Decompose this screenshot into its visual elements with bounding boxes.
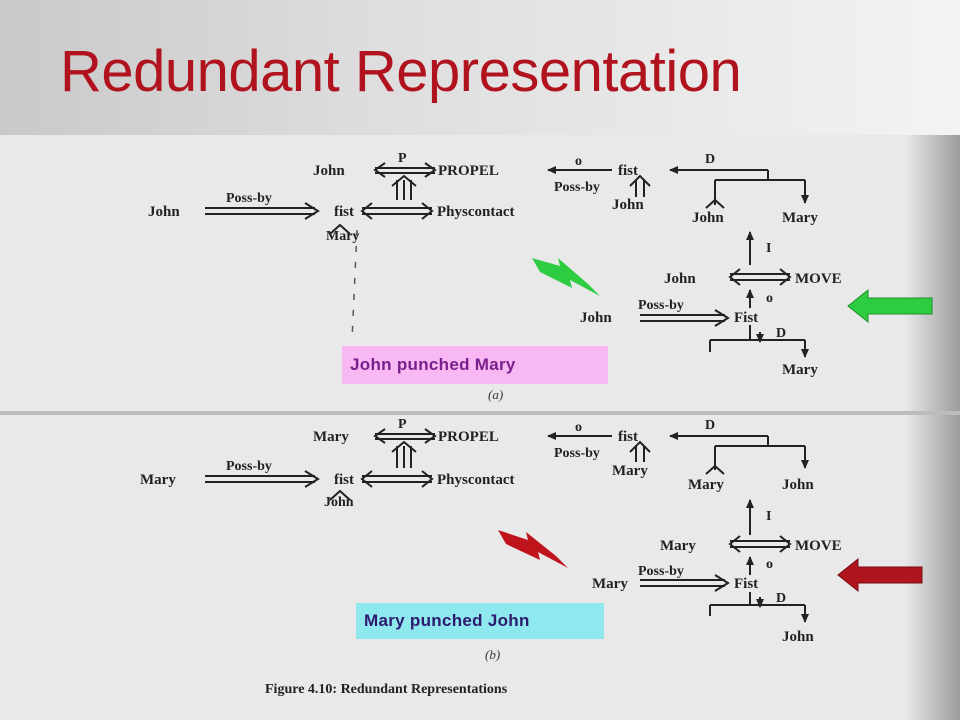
b-inst-poss-by-label: Poss-by	[638, 564, 684, 579]
b-result: Physcontact	[437, 472, 515, 488]
left-arrow-icon	[837, 557, 923, 593]
title-bar	[0, 0, 960, 135]
a-dir-from: John	[692, 210, 724, 226]
figure-divider	[0, 411, 960, 415]
caption-john-punched-mary: John punched Mary	[342, 346, 608, 384]
b-poss-by-owner: Mary	[612, 463, 648, 479]
a-inst-object-marker: o	[766, 291, 773, 306]
lightning-bolt-icon	[532, 258, 600, 296]
caption-mary-punched-john: Mary punched John	[356, 603, 604, 639]
b-possessed: fist	[334, 472, 354, 488]
b-sub-label: (b)	[485, 647, 500, 662]
diagram-a	[205, 162, 809, 358]
b-inst-object: Fist	[734, 576, 758, 592]
b-poss-by-label-top: Poss-by	[554, 446, 600, 461]
figure-caption: Figure 4.10: Redundant Representations	[265, 682, 508, 697]
b-inst-act: MOVE	[795, 538, 842, 554]
a-inst-act: MOVE	[795, 271, 842, 287]
b-object-marker: o	[575, 420, 582, 435]
lightning-bolt-icon	[498, 530, 568, 568]
scan-edge-shadow	[905, 135, 960, 720]
a-poss-by-label: Poss-by	[226, 191, 272, 206]
b-dir-from: Mary	[688, 477, 724, 493]
slide-title: Redundant Representation	[60, 39, 742, 104]
diagram-b	[205, 428, 809, 623]
b-poss-by-label: Poss-by	[226, 459, 272, 474]
b-inst-dir-to: John	[782, 629, 814, 645]
a-possessor: John	[148, 204, 180, 220]
b-object: fist	[618, 429, 638, 445]
diagram-a-text: John P PROPEL o fist D Poss-by John John…	[148, 151, 842, 402]
left-arrow-icon	[847, 288, 933, 324]
b-inst-actor: Mary	[660, 538, 696, 554]
a-act: PROPEL	[438, 163, 499, 179]
diagram-b-text: Mary P PROPEL o fist D Poss-by Mary Mary…	[140, 417, 842, 662]
a-instrument-marker: I	[766, 241, 771, 256]
a-sub-label: (a)	[488, 387, 503, 402]
b-inst-object-marker: o	[766, 557, 773, 572]
a-dir-to: Mary	[782, 210, 818, 226]
a-inst-direction-marker: D	[776, 326, 786, 341]
b-inst-possessor: Mary	[592, 576, 628, 592]
b-instrument-marker: I	[766, 509, 771, 524]
a-object: fist	[618, 163, 638, 179]
b-inst-direction-marker: D	[776, 591, 786, 606]
a-direction-marker: D	[705, 152, 715, 167]
b-owner-below: John	[324, 495, 354, 510]
b-act-marker: P	[398, 417, 407, 432]
a-poss-by-owner: John	[612, 197, 644, 213]
b-actor: Mary	[313, 429, 349, 445]
a-poss-by-label-top: Poss-by	[554, 180, 600, 195]
a-act-marker: P	[398, 151, 407, 166]
a-object-marker: o	[575, 154, 582, 169]
a-inst-dir-to: Mary	[782, 362, 818, 378]
a-owner-below: Mary	[326, 229, 359, 244]
b-dir-to: John	[782, 477, 814, 493]
a-inst-possessor: John	[580, 310, 612, 326]
b-direction-marker: D	[705, 418, 715, 433]
a-inst-actor: John	[664, 271, 696, 287]
a-result: Physcontact	[437, 204, 515, 220]
a-possessed: fist	[334, 204, 354, 220]
a-inst-poss-by-label: Poss-by	[638, 298, 684, 313]
a-inst-object: Fist	[734, 310, 758, 326]
b-possessor: Mary	[140, 472, 176, 488]
a-actor: John	[313, 163, 345, 179]
b-act: PROPEL	[438, 429, 499, 445]
